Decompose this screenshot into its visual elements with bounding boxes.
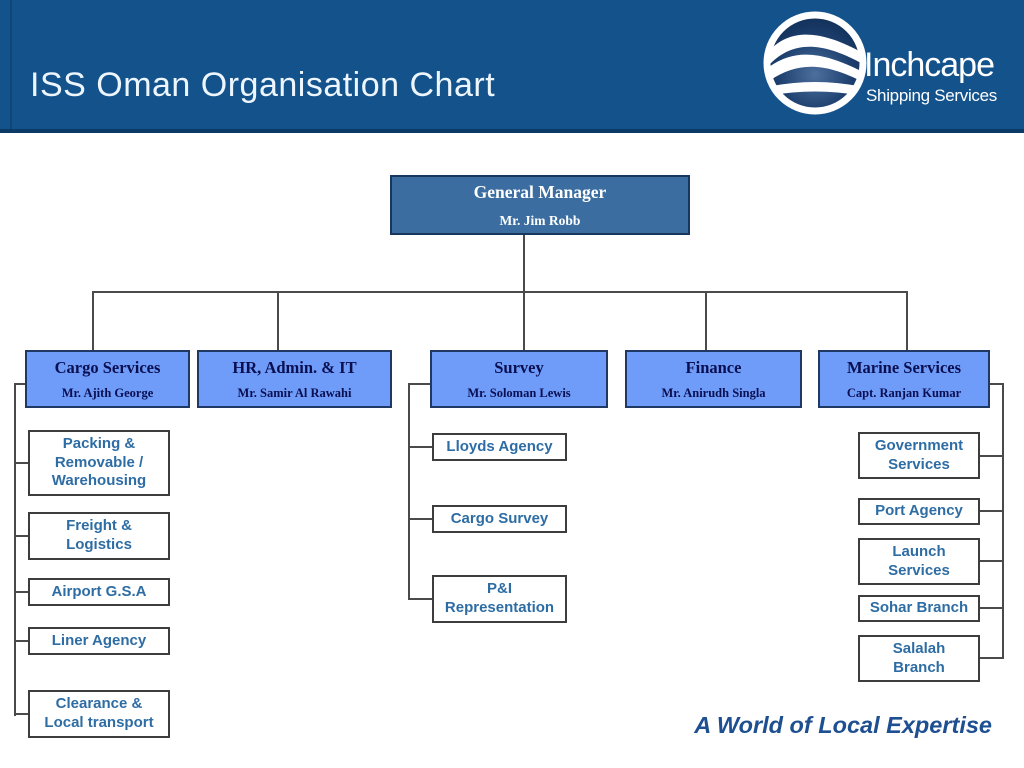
org-child-airport-gsa: Airport G.S.A xyxy=(28,578,170,606)
connector-line xyxy=(408,446,432,448)
connector-line xyxy=(906,292,908,350)
org-box-person: Mr. Jim Robb xyxy=(499,212,581,228)
org-box-person: Capt. Ranjan Kumar xyxy=(846,385,962,400)
org-box-title: Marine Services xyxy=(846,357,962,377)
org-box-hr-admin-it: HR, Admin. & IT Mr. Samir Al Rawahi xyxy=(197,350,392,408)
org-child-salalah-branch: Salalah Branch xyxy=(858,635,980,682)
header-accent-line xyxy=(10,0,12,129)
connector-line xyxy=(14,462,28,464)
org-child-lloyds-agency: Lloyds Agency xyxy=(432,433,567,461)
connector-line xyxy=(14,591,28,593)
connector-line xyxy=(92,291,908,293)
logo-brand-text: Inchcape xyxy=(864,46,994,84)
page-title: ISS Oman Organisation Chart xyxy=(30,66,496,104)
org-child-pi-representation: P&I Representation xyxy=(432,575,567,623)
connector-line xyxy=(92,292,94,350)
org-box-cargo-services: Cargo Services Mr. Ajith George xyxy=(25,350,190,408)
org-child-government-services: Government Services xyxy=(858,432,980,479)
header-band: ISS Oman Organisation Chart Inchcape xyxy=(0,0,1024,133)
connector-line xyxy=(980,560,1004,562)
org-child-liner-agency: Liner Agency xyxy=(28,627,170,655)
org-child-cargo-survey: Cargo Survey xyxy=(432,505,567,533)
org-box-finance: Finance Mr. Anirudh Singla xyxy=(625,350,802,408)
org-box-person: Mr. Samir Al Rawahi xyxy=(237,385,352,400)
org-box-general-manager: General Manager Mr. Jim Robb xyxy=(390,175,690,235)
connector-line xyxy=(408,598,432,600)
org-box-person: Mr. Anirudh Singla xyxy=(661,385,766,400)
connector-line xyxy=(408,383,430,385)
connector-line xyxy=(980,607,1004,609)
connector-line xyxy=(14,383,26,385)
connector-line xyxy=(980,455,1004,457)
org-box-person: Mr. Ajith George xyxy=(61,385,154,400)
connector-line xyxy=(1002,383,1004,659)
connector-line xyxy=(980,657,1004,659)
org-child-clearance-local-transport: Clearance & Local transport xyxy=(28,690,170,738)
connector-line xyxy=(14,713,28,715)
connector-line xyxy=(14,383,16,716)
connector-line xyxy=(408,383,410,600)
org-box-title: Cargo Services xyxy=(54,357,161,377)
org-box-title: Survey xyxy=(494,357,544,377)
org-child-launch-services: Launch Services xyxy=(858,538,980,585)
globe-icon xyxy=(763,11,867,115)
inchcape-logo: Inchcape Shipping Services xyxy=(763,11,997,115)
connector-line xyxy=(14,535,28,537)
org-child-sohar-branch: Sohar Branch xyxy=(858,595,980,622)
org-box-survey: Survey Mr. Soloman Lewis xyxy=(430,350,608,408)
org-child-port-agency: Port Agency xyxy=(858,498,980,525)
connector-line xyxy=(980,510,1004,512)
org-box-title: General Manager xyxy=(473,181,607,202)
connector-line xyxy=(277,292,279,350)
connector-line xyxy=(408,518,432,520)
footer-tagline: A World of Local Expertise xyxy=(694,712,992,738)
connector-line xyxy=(705,292,707,350)
logo-tagline-text: Shipping Services xyxy=(866,86,997,105)
connector-line xyxy=(14,640,28,642)
org-child-packing-removable-warehousing: Packing & Removable / Warehousing xyxy=(28,430,170,496)
org-box-marine-services: Marine Services Capt. Ranjan Kumar xyxy=(818,350,990,408)
org-child-freight-logistics: Freight & Logistics xyxy=(28,512,170,560)
connector-line xyxy=(990,383,1004,385)
org-box-person: Mr. Soloman Lewis xyxy=(467,385,571,400)
org-box-title: HR, Admin. & IT xyxy=(232,357,357,377)
org-box-title: Finance xyxy=(685,357,742,377)
